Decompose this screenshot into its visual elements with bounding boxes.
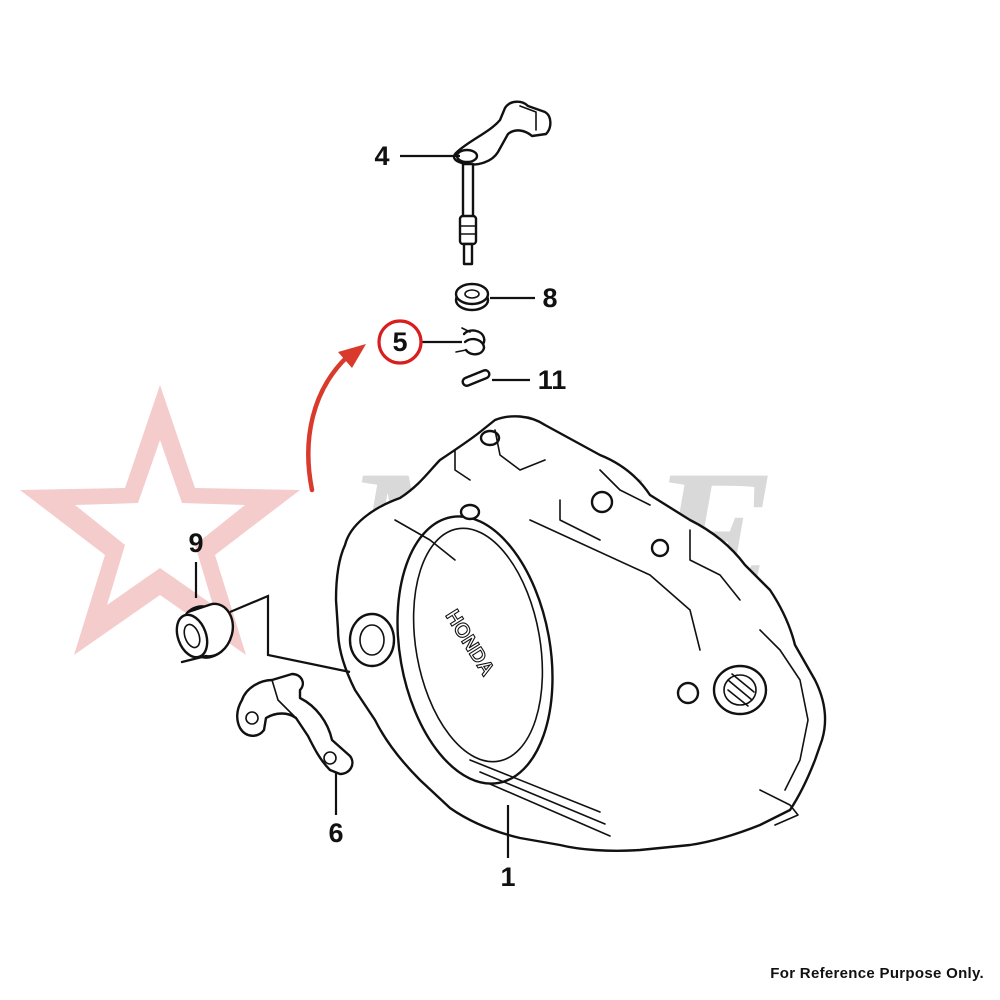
callout-11: 11 xyxy=(538,365,567,395)
part-1-crankcase-cover: HONDA xyxy=(334,415,827,852)
part-5-spring xyxy=(455,327,486,356)
arrowhead-icon xyxy=(338,344,366,368)
highlight-circle xyxy=(377,319,423,365)
part-8-oil-seal xyxy=(454,282,490,312)
leader-lines xyxy=(194,154,535,858)
part-11-pin xyxy=(461,369,491,387)
part-4-lifter-arm xyxy=(452,100,552,266)
reference-disclaimer: For Reference Purpose Only. xyxy=(770,965,984,982)
callout-labels: 1 4 5 6 8 9 11 xyxy=(188,141,566,892)
callout-6: 6 xyxy=(328,818,343,848)
part-9-bearing xyxy=(175,602,235,664)
callout-9: 9 xyxy=(188,528,203,558)
part-6-bracket xyxy=(236,672,354,776)
callout-4: 4 xyxy=(374,141,389,171)
callout-1: 1 xyxy=(500,862,515,892)
callout-5: 5 xyxy=(392,327,407,357)
callout-8: 8 xyxy=(542,283,557,313)
highlight-arrow xyxy=(306,344,366,493)
